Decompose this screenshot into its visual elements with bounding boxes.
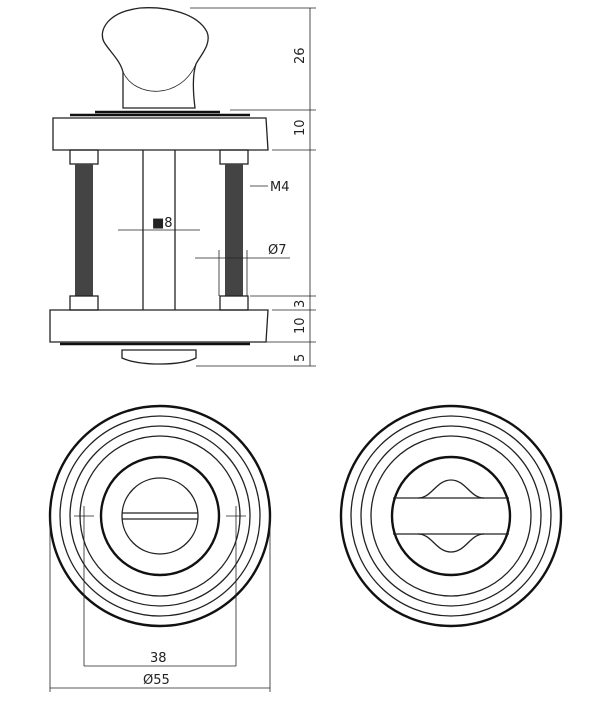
spindle-label: ■8 [152, 216, 173, 231]
dim-10-bottom: 10 [293, 317, 308, 334]
dim-3: 3 [293, 300, 308, 308]
dim-10-top: 10 [293, 119, 308, 136]
diameter7-label: Ø7 [268, 243, 287, 258]
dim-38: 38 [150, 651, 167, 666]
side-view: ■8 M4 Ø7 26 10 3 10 5 [49, 7, 316, 367]
dim-26: 26 [293, 47, 308, 64]
thumb-turn-knob [101, 7, 209, 109]
dim-55: Ø55 [143, 673, 170, 688]
turn-front-view [339, 404, 563, 628]
dim-5: 5 [293, 354, 308, 362]
release-front-view: 38 Ø55 [48, 404, 272, 692]
top-rose [52, 117, 269, 151]
thread-label: M4 [270, 180, 290, 195]
bottom-rose [49, 309, 269, 343]
